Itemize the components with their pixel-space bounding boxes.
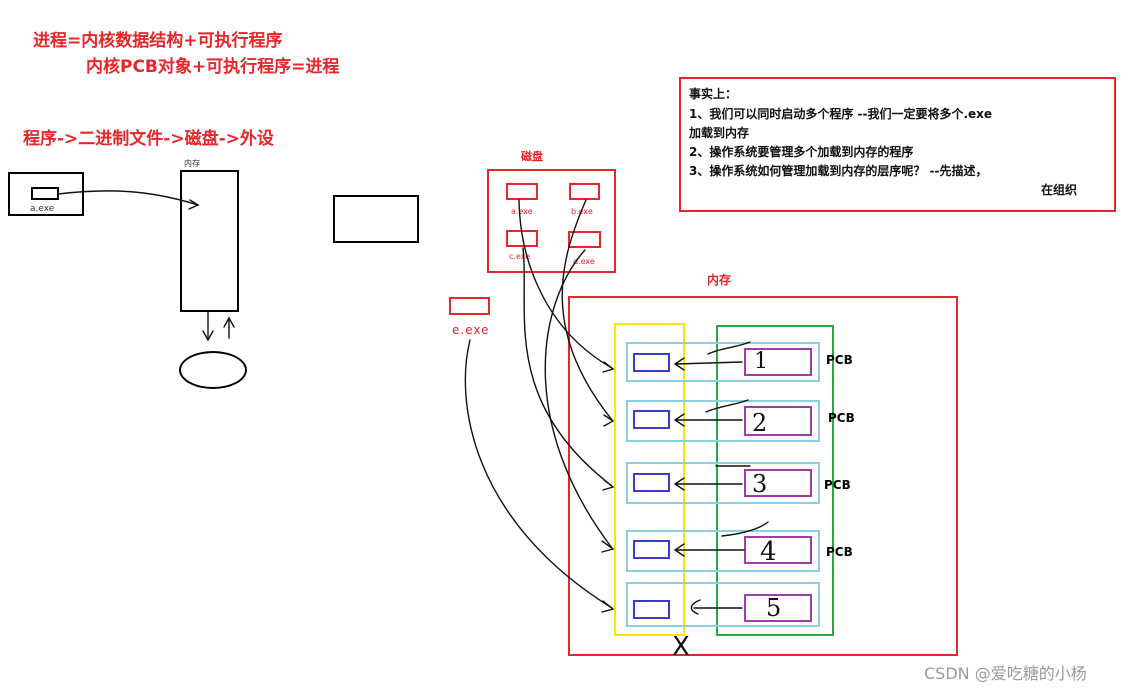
arrow-pcb1-code1 — [675, 361, 743, 365]
pcb-block-1 — [744, 348, 812, 376]
note-line-3: 加载到内存 — [689, 126, 750, 140]
header-line-2: 内核PCB对象+可执行程序=进程 — [86, 57, 340, 77]
disk-file-b-rect — [569, 183, 600, 200]
note-line-5: 3、操作系统如何管理加载到内存的层序呢？ --先描述， — [689, 164, 988, 178]
disk-file-c-label: c.exe — [509, 252, 531, 261]
process-row-3 — [626, 462, 820, 504]
code-block-4 — [633, 540, 670, 559]
disk-file-a-rect — [506, 183, 538, 200]
pcb-number-1: 1 — [754, 349, 768, 374]
note-line-6: 在组织 — [1041, 183, 1078, 197]
process-row-5 — [626, 582, 820, 627]
code-block-1 — [633, 353, 670, 372]
connector-a-exe-to-memory — [57, 190, 199, 206]
outside-file-rect — [449, 297, 490, 315]
watermark: CSDN @爱吃糖的小杨 — [924, 664, 1087, 683]
pcb-number-4: 4 — [760, 537, 777, 567]
connector-e-exe-row5 — [464, 339, 613, 609]
code-block-3 — [633, 473, 670, 492]
disk-box: a.exe b.exe c.exe d.exe — [487, 169, 616, 273]
pcb-label-3: PCB — [824, 478, 851, 492]
header-line-3: 程序->二进制文件->磁盘->外设 — [23, 129, 274, 149]
outside-file-label: e.exe — [452, 323, 490, 337]
note-box: 事实上： 1、我们可以同时启动多个程序 --我们一定要将多个.exe 加载到内存… — [679, 77, 1116, 212]
disk-file-d-rect — [568, 231, 601, 248]
connector-a-exe-row1 — [518, 199, 613, 369]
pcb-number-2: 2 — [752, 409, 768, 437]
pcb-block-3 — [744, 469, 812, 497]
disk-title: 磁盘 — [521, 150, 543, 163]
disk-file-d-label: d.exe — [573, 257, 595, 266]
connector-c-exe-row3 — [522, 247, 613, 487]
pcb-block-5 — [744, 594, 812, 622]
note-line-4: 2、操作系统要管理多个加载到内存的程序 — [689, 145, 914, 159]
pcb-label-1: PCB — [826, 353, 853, 367]
note-line-2: 1、我们可以同时启动多个程序 --我们一定要将多个.exe — [689, 107, 993, 121]
blank-rectangle — [333, 195, 419, 243]
pcb-number-3: 3 — [752, 470, 768, 498]
left-memory-title: 内存 — [184, 159, 200, 168]
pcb-block-2 — [744, 406, 812, 436]
process-row-1 — [626, 342, 820, 382]
header-line-1: 进程=内核数据结构+可执行程序 — [33, 31, 283, 51]
code-block-2 — [633, 410, 670, 429]
pcb-label-2: PCB — [828, 411, 855, 425]
pcb-column — [716, 325, 834, 636]
arrowhead-a-exe — [188, 199, 200, 210]
note-line-1: 事实上： — [689, 87, 738, 101]
connector-b-exe-row2 — [561, 199, 613, 421]
left-file-label: a.exe — [30, 204, 55, 214]
disk-file-a-label: a.exe — [511, 207, 533, 216]
pcb-label-4: PCB — [826, 545, 853, 559]
x-mark: X — [672, 632, 690, 662]
code-column — [614, 323, 685, 636]
left-memory-box — [180, 170, 239, 312]
connector-d-exe-row4 — [544, 249, 613, 549]
process-row-2 — [626, 400, 820, 442]
memory-title: 内存 — [707, 273, 732, 287]
peripheral-ellipse — [179, 351, 247, 389]
pcb-block-4 — [744, 536, 812, 564]
pcb-number-5: 5 — [766, 594, 782, 622]
process-row-4 — [626, 530, 820, 572]
code-block-5 — [633, 600, 670, 619]
